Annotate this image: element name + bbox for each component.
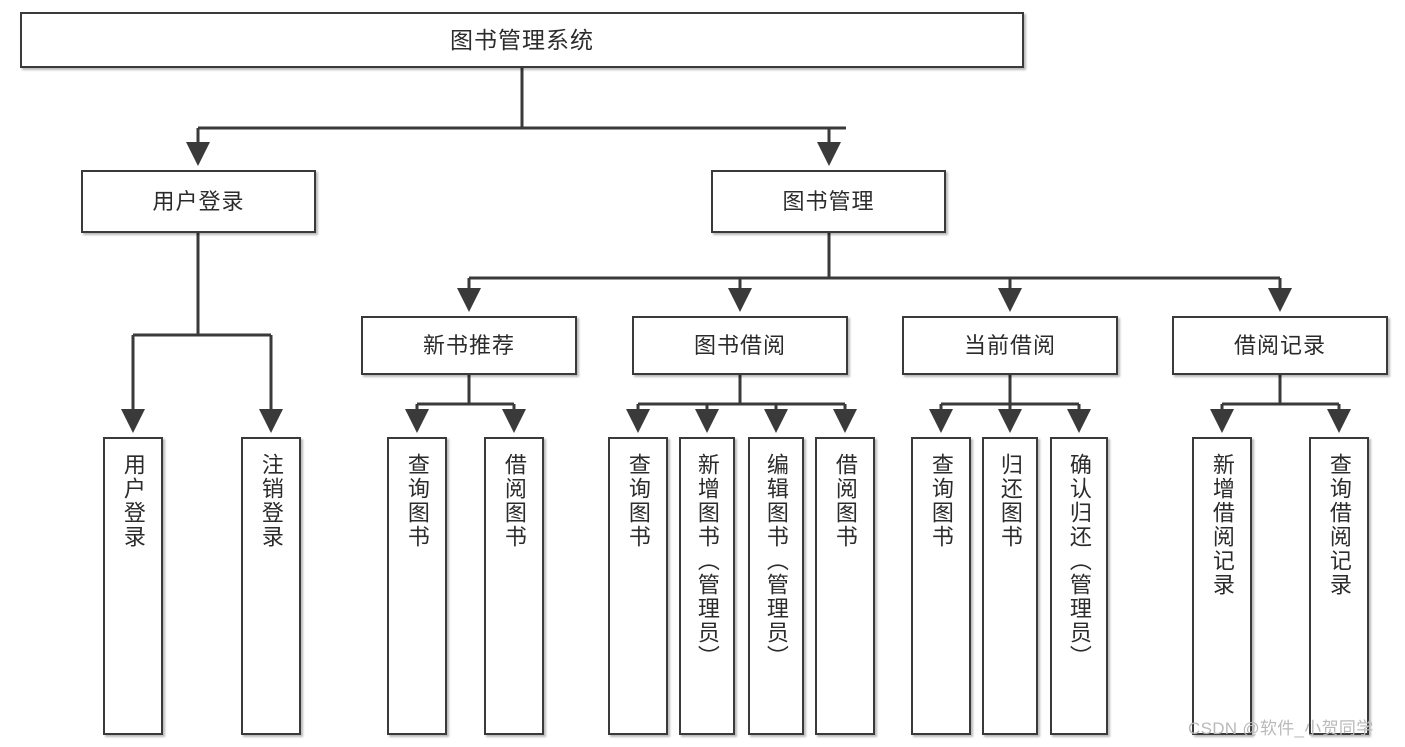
node-label: 查询借阅记录 — [1326, 453, 1352, 597]
node-book-borrow[interactable]: 图书借阅 — [632, 316, 848, 375]
leaf-record-query-borrow-record[interactable]: 查询借阅记录 — [1309, 437, 1369, 735]
node-label: 确认归还（管理员） — [1066, 453, 1092, 669]
node-label: 当前借阅 — [963, 332, 1056, 358]
leaf-borrow-edit-book-admin[interactable]: 编辑图书（管理员） — [748, 437, 804, 735]
leaf-current-query-book[interactable]: 查询图书 — [911, 437, 971, 735]
node-label: 借阅图书 — [501, 453, 527, 549]
leaf-borrow-borrow-book[interactable]: 借阅图书 — [815, 437, 875, 735]
node-label: 新增图书（管理员） — [694, 453, 720, 669]
csdn-watermark: CSDN @软件_小贺同学 — [1188, 719, 1374, 738]
node-root-book-management-system[interactable]: 图书管理系统 — [20, 12, 1024, 68]
node-label: 查询图书 — [404, 453, 430, 549]
node-book-management[interactable]: 图书管理 — [711, 170, 946, 233]
node-label: 用户登录 — [120, 453, 146, 549]
node-label: 借阅图书 — [832, 453, 858, 549]
node-label: 查询图书 — [625, 453, 651, 549]
leaf-borrow-query-book[interactable]: 查询图书 — [608, 437, 668, 735]
leaf-user-login-login[interactable]: 用户登录 — [103, 437, 163, 735]
node-label: 注销登录 — [258, 453, 284, 549]
node-label: 新增借阅记录 — [1209, 453, 1235, 597]
node-label: 图书借阅 — [693, 332, 786, 358]
leaf-user-login-logout[interactable]: 注销登录 — [241, 437, 301, 735]
leaf-new-book-borrow-book[interactable]: 借阅图书 — [484, 437, 544, 735]
leaf-record-add-borrow-record[interactable]: 新增借阅记录 — [1192, 437, 1252, 735]
node-label: 查询图书 — [928, 453, 954, 549]
node-new-book-recommend[interactable]: 新书推荐 — [361, 316, 577, 375]
node-label: 新书推荐 — [422, 332, 515, 358]
node-borrow-record[interactable]: 借阅记录 — [1172, 316, 1388, 375]
node-user-login[interactable]: 用户登录 — [81, 170, 316, 233]
leaf-current-confirm-return-admin[interactable]: 确认归还（管理员） — [1050, 437, 1108, 735]
leaf-new-book-query-book[interactable]: 查询图书 — [387, 437, 447, 735]
leaf-borrow-add-book-admin[interactable]: 新增图书（管理员） — [679, 437, 735, 735]
leaf-current-return-book[interactable]: 归还图书 — [982, 437, 1038, 735]
node-current-borrow[interactable]: 当前借阅 — [902, 316, 1118, 375]
node-label: 借阅记录 — [1233, 332, 1326, 358]
node-label: 用户登录 — [152, 188, 245, 214]
node-label: 图书管理 — [782, 188, 875, 214]
node-label: 图书管理系统 — [450, 26, 594, 53]
node-label: 编辑图书（管理员） — [763, 453, 789, 669]
node-label: 归还图书 — [997, 453, 1023, 549]
